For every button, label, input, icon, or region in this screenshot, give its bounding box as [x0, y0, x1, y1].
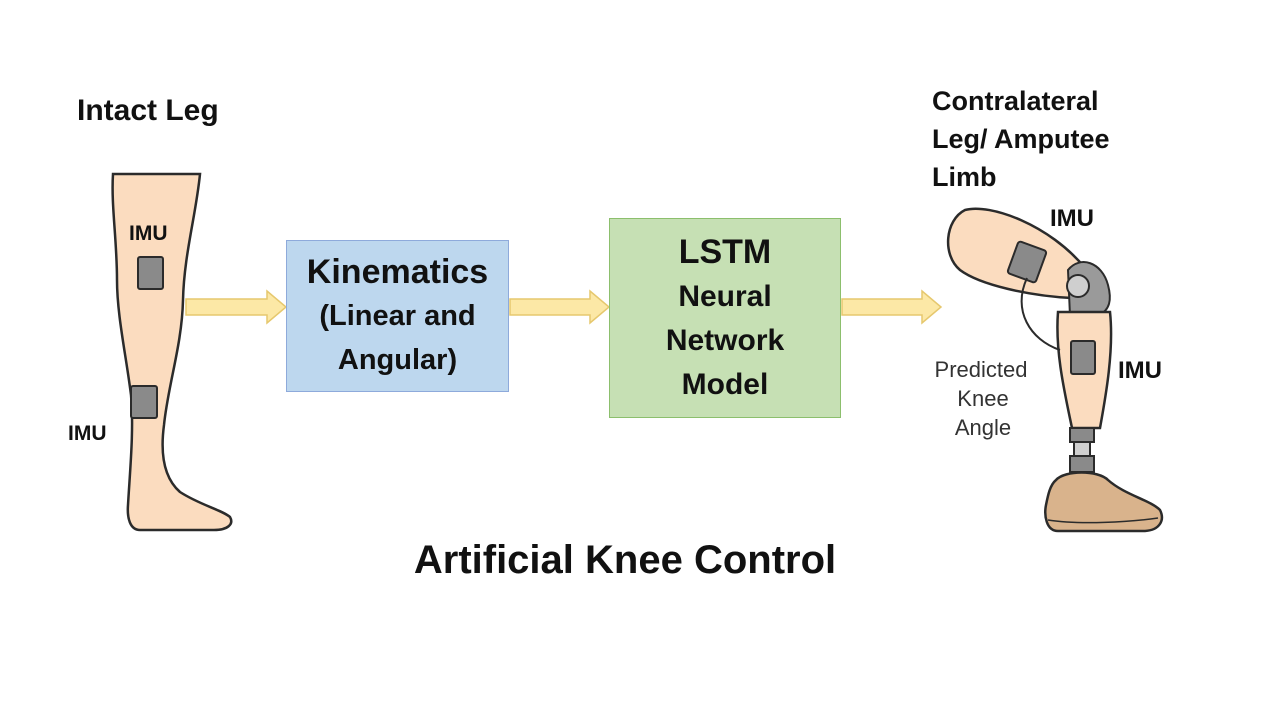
kinematics-box: Kinematics (Linear and Angular) — [286, 240, 509, 392]
lstm-box-line2: Neural — [678, 280, 772, 313]
amputee-limb-title-line1: Contralateral — [932, 86, 1099, 116]
lstm-model-box: LSTM Neural Network Model — [609, 218, 841, 418]
prosthetic-leg-illustration — [946, 207, 1164, 533]
kinematics-box-line1: Kinematics — [306, 253, 489, 291]
prosthetic-shank-imu-label: IMU — [1118, 357, 1162, 384]
prosthetic-shank-imu — [1070, 340, 1096, 375]
kinematics-box-line2: (Linear and — [319, 300, 476, 332]
arrow-kinematics-to-lstm — [509, 289, 611, 325]
prosthetic-thigh-imu-label: IMU — [1050, 205, 1094, 232]
prosthetic-thigh-imu — [1006, 240, 1048, 284]
prosthetic-foot-sole — [1047, 517, 1159, 524]
amputee-limb-title-line3: Limb — [932, 162, 997, 192]
diagram-title: Artificial Knee Control — [413, 538, 837, 582]
prosthetic-pylon-top — [1069, 427, 1095, 443]
kinematics-box-line3: Angular) — [337, 344, 458, 376]
lstm-box-line1: LSTM — [678, 233, 772, 271]
lstm-box-line4: Model — [681, 368, 769, 401]
intact-leg-bottom-imu-label: IMU — [68, 422, 107, 445]
prosthetic-pylon — [1073, 441, 1091, 457]
prosthetic-knee-joint — [1066, 274, 1090, 298]
intact-leg-top-imu — [137, 256, 164, 290]
intact-leg-title: Intact Leg — [77, 94, 219, 127]
predicted-knee-angle-line2: Knee — [957, 386, 1008, 411]
predicted-knee-angle-line1: Predicted — [935, 357, 1028, 382]
intact-leg-bottom-imu — [130, 385, 158, 419]
prosthetic-foot — [1044, 471, 1164, 533]
lstm-box-line3: Network — [665, 324, 785, 357]
intact-leg-top-imu-label: IMU — [129, 222, 168, 245]
arrow-leg-to-kinematics — [185, 289, 288, 325]
amputee-limb-title: Contralateral Leg/ Amputee Limb — [932, 82, 1192, 196]
amputee-limb-title-line2: Leg/ Amputee — [932, 124, 1110, 154]
arrow-lstm-to-prosthesis — [841, 289, 943, 325]
prosthetic-pylon-bottom — [1069, 455, 1095, 473]
predicted-knee-angle-line3: Angle — [955, 415, 1011, 440]
prosthetic-cable — [1020, 277, 1061, 351]
